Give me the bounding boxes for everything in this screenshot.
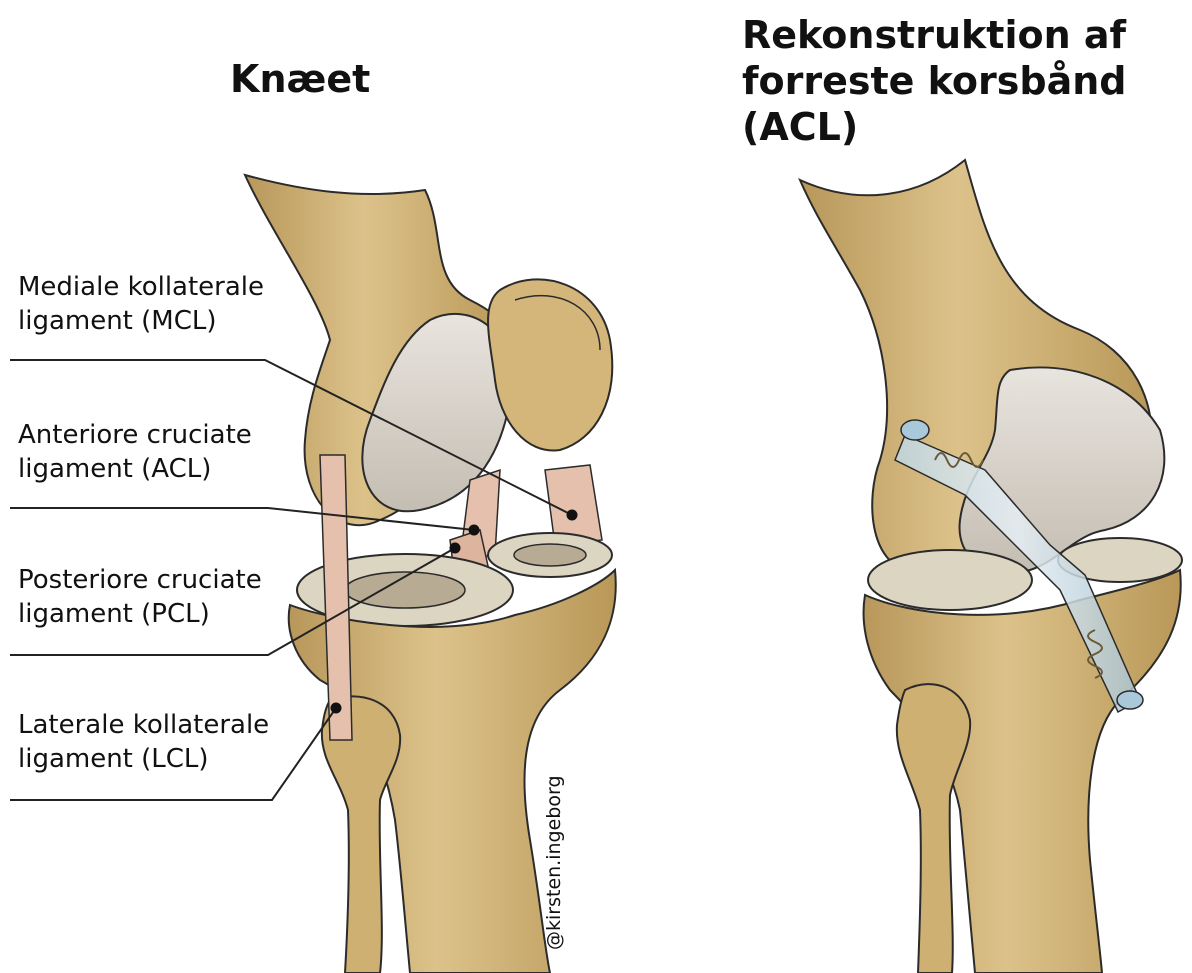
right-meniscus-lateral [868, 550, 1032, 610]
label-pcl-line1: Posteriore cruciate [18, 563, 262, 597]
right-fibula [897, 684, 970, 973]
leader-mcl-dot [567, 510, 578, 521]
left-patella [488, 279, 612, 450]
label-acl-line1: Anteriore cruciate [18, 418, 252, 452]
label-mcl-line1: Mediale kollaterale [18, 270, 264, 304]
label-lcl: Laterale kollaterale ligament (LCL) [18, 708, 269, 776]
label-pcl-line2: ligament (PCL) [18, 597, 262, 631]
leader-acl-dot [469, 525, 480, 536]
label-mcl-line2: ligament (MCL) [18, 304, 264, 338]
label-acl-line2: ligament (ACL) [18, 452, 252, 486]
label-acl: Anteriore cruciate ligament (ACL) [18, 418, 252, 486]
label-pcl: Posteriore cruciate ligament (PCL) [18, 563, 262, 631]
right-knee [800, 160, 1182, 973]
leader-pcl-dot [450, 543, 461, 554]
label-lcl-line1: Laterale kollaterale [18, 708, 269, 742]
leader-lcl-dot [331, 703, 342, 714]
artist-credit: @kirsten.ingeborg [543, 775, 565, 950]
label-lcl-line2: ligament (LCL) [18, 742, 269, 776]
label-mcl: Mediale kollaterale ligament (MCL) [18, 270, 264, 338]
